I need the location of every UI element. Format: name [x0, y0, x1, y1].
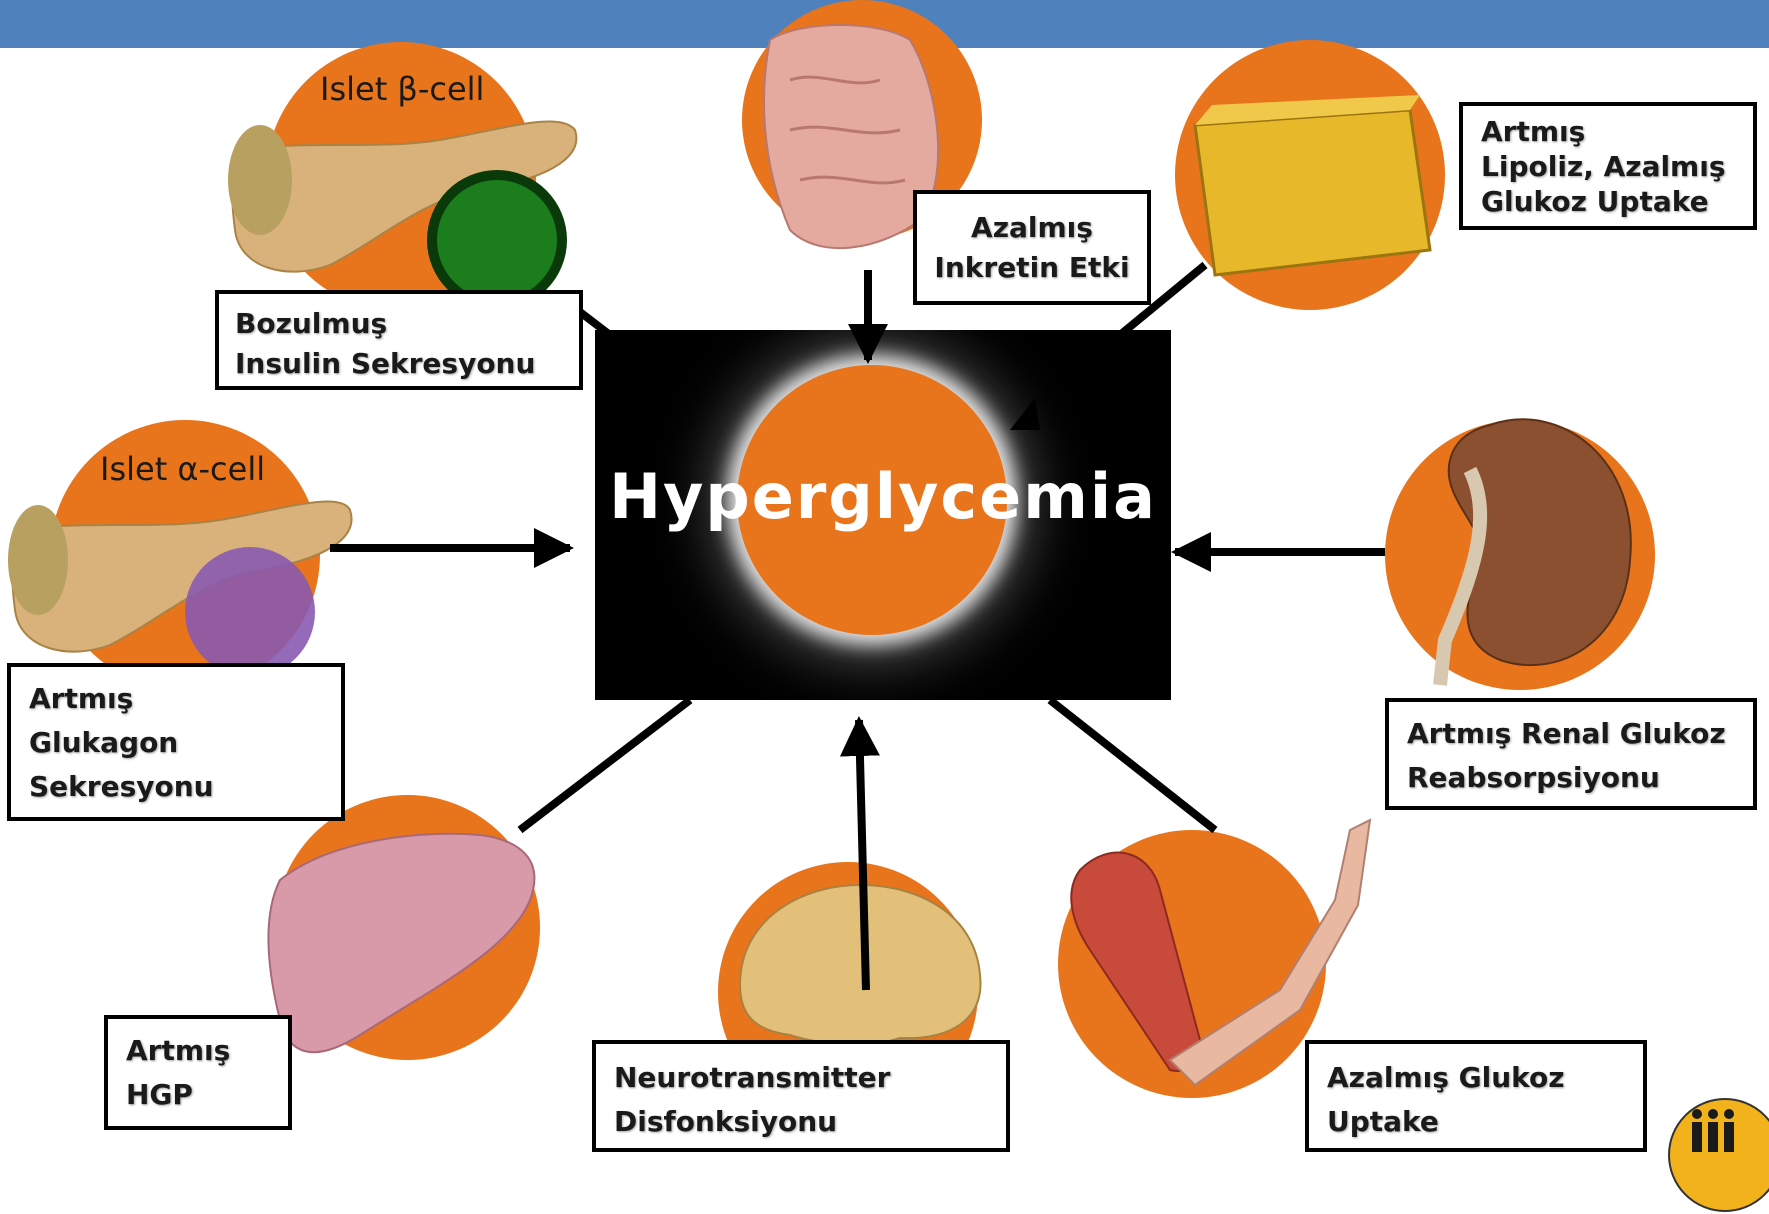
muscle-label-box: Azalmış Glukoz Uptake [1305, 1040, 1647, 1152]
kidney-label-line-2: Reabsorpsiyonu [1407, 756, 1735, 800]
beta-label-line-2: Insulin Sekresyonu [235, 344, 563, 384]
fat-label-line-1: Artmış [1481, 114, 1735, 149]
brain-label-box: Neurotransmitter Disfonksiyonu [592, 1040, 1010, 1152]
alpha-label-line-1: Artmış [29, 677, 323, 721]
brain-arrow [859, 720, 866, 990]
brain-label-line-2: Disfonksiyonu [614, 1100, 988, 1144]
liver-label-box: Artmış HGP [104, 1015, 292, 1130]
muscle-connector [1050, 700, 1215, 830]
islet-alpha-cell-label: Islet α-cell [100, 450, 265, 488]
gut-label-box: Azalmış Inkretin Etki [913, 190, 1151, 305]
muscle-label-line-2: Uptake [1327, 1100, 1625, 1144]
brain-label-line-1: Neurotransmitter [614, 1056, 988, 1100]
beta-cell-label-box: Bozulmuş Insulin Sekresyonu [215, 290, 583, 390]
islet-beta-cell-label: Islet β-cell [320, 70, 484, 108]
institution-logo [1668, 1098, 1769, 1212]
alpha-label-line-2: Glukagon [29, 721, 323, 765]
kidney-label-box: Artmış Renal Glukoz Reabsorpsiyonu [1385, 698, 1757, 810]
fat-label-line-3: Glukoz Uptake [1481, 184, 1735, 219]
gut-label-line-1: Azalmış [933, 208, 1131, 248]
fat-label-line-2: Lipoliz, Azalmış [1481, 149, 1735, 184]
alpha-cell-label-box: Artmış Glukagon Sekresyonu [7, 663, 345, 821]
kidney-label-line-1: Artmış Renal Glukoz [1407, 712, 1735, 756]
fat-arrowhead [1010, 398, 1040, 430]
liver-label-line-2: HGP [126, 1073, 270, 1117]
beta-label-line-1: Bozulmuş [235, 304, 563, 344]
beta-connector [580, 312, 610, 335]
fat-label-box: Artmış Lipoliz, Azalmış Glukoz Uptake [1459, 102, 1757, 230]
muscle-label-line-1: Azalmış Glukoz [1327, 1056, 1625, 1100]
gut-label-line-2: Inkretin Etki [933, 248, 1131, 288]
liver-label-line-1: Artmış [126, 1029, 270, 1073]
logo-emblem-icon [1670, 1100, 1769, 1210]
liver-connector [520, 700, 690, 830]
alpha-label-line-3: Sekresyonu [29, 765, 323, 809]
